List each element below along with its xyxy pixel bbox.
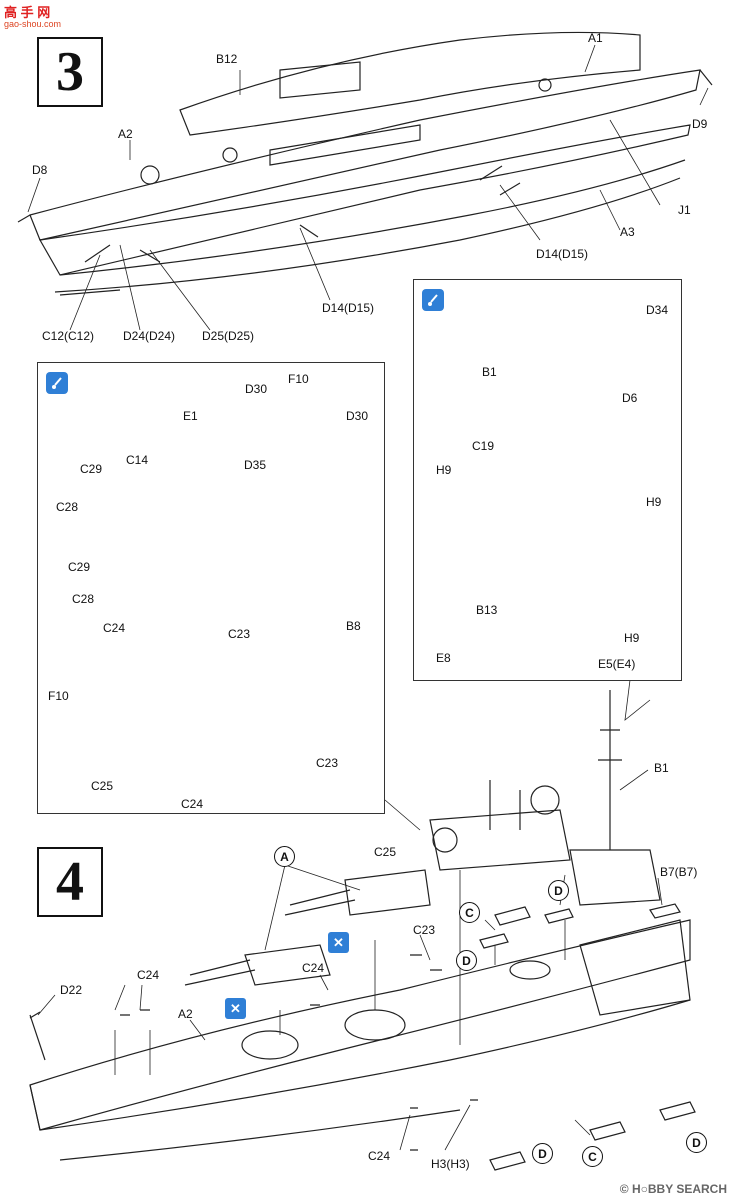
part-label: E8 [436, 651, 451, 665]
part-label: A2 [118, 127, 133, 141]
callout-d: D [456, 950, 477, 971]
step3-leaders [27, 44, 709, 331]
part-label: C24 [302, 961, 325, 975]
step4-leaders [37, 769, 663, 1151]
part-label: E5(E4) [598, 657, 636, 671]
part-label: H9 [436, 463, 452, 477]
part-label: D9 [692, 117, 708, 131]
part-label: C23 [413, 923, 436, 937]
part-label: B12 [216, 52, 238, 66]
part-label: C24 [137, 968, 160, 982]
part-label: C28 [72, 592, 95, 606]
step3-hull [17, 31, 713, 296]
step4-art [29, 690, 696, 1171]
callout-c: C [459, 902, 480, 923]
callout-d: D [532, 1143, 553, 1164]
part-label: C23 [228, 627, 251, 641]
part-label: A3 [620, 225, 635, 239]
rotate-icon: ✕ [225, 998, 246, 1019]
info-icon [422, 289, 444, 311]
part-label: E1 [183, 409, 198, 423]
part-label: C25 [374, 845, 397, 859]
part-label: B1 [482, 365, 497, 379]
part-label: F10 [288, 372, 309, 386]
part-label: D14(D15) [322, 301, 375, 315]
step-4-number: 4 [56, 851, 84, 913]
step-3-box: 3 [37, 37, 103, 107]
watermark: © H○BBY SEARCH [619, 1182, 727, 1196]
step-3-number: 3 [56, 41, 84, 103]
part-label: H9 [646, 495, 662, 509]
part-label: D8 [32, 163, 48, 177]
part-label: C25 [91, 779, 114, 793]
inset-frames [384, 679, 651, 831]
part-label: C23 [316, 756, 339, 770]
part-label: C24 [181, 797, 204, 811]
site-logo: 高 手 网 gao-shou.com [4, 5, 62, 29]
part-label: C24 [368, 1149, 391, 1163]
part-label: J1 [678, 203, 691, 217]
inset-left-box [37, 362, 385, 814]
part-label: A2 [178, 1007, 193, 1021]
part-label: C29 [80, 462, 103, 476]
part-label: C24 [103, 621, 126, 635]
part-label: D14(D15) [536, 247, 589, 261]
part-label: C12(C12) [42, 329, 95, 343]
part-label: D6 [622, 391, 638, 405]
callout-a: A [274, 846, 295, 867]
callout-c: C [582, 1146, 603, 1167]
part-label: C19 [472, 439, 495, 453]
part-label: D30 [245, 382, 268, 396]
part-label: B1 [654, 761, 669, 775]
part-label: B7(B7) [660, 865, 698, 879]
callout-d: D [686, 1132, 707, 1153]
step-4-box: 4 [37, 847, 103, 917]
rotate-icon: ✕ [328, 932, 349, 953]
part-label: B8 [346, 619, 361, 633]
part-label: D34 [646, 303, 669, 317]
part-label: H9 [624, 631, 640, 645]
inset-right-box [413, 279, 682, 681]
part-label: D22 [60, 983, 83, 997]
part-label: D30 [346, 409, 369, 423]
part-label: B13 [476, 603, 498, 617]
part-label: C14 [126, 453, 149, 467]
part-label: D35 [244, 458, 267, 472]
part-label: F10 [48, 689, 69, 703]
part-label: A1 [588, 31, 603, 45]
callout-d: D [548, 880, 569, 901]
part-label: H3(H3) [431, 1157, 470, 1171]
info-icon [46, 372, 68, 394]
part-label: D25(D25) [202, 329, 255, 343]
part-label: C29 [68, 560, 91, 574]
part-label: D24(D24) [123, 329, 176, 343]
part-label: C28 [56, 500, 79, 514]
